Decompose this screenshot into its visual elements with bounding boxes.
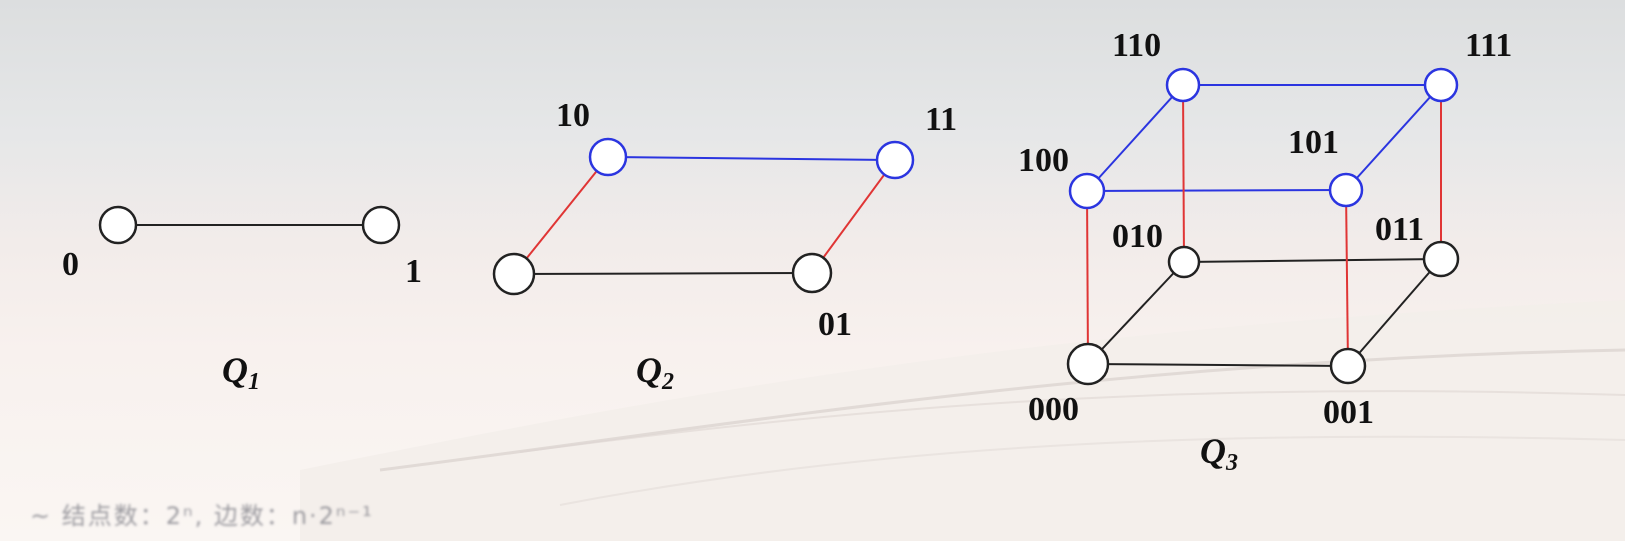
footer-caption: ~ 结点数：2ⁿ, 边数：n·2ⁿ⁻¹ xyxy=(30,502,374,530)
q1-title: Q1 xyxy=(222,350,260,395)
q2-edge-00-10 xyxy=(513,156,609,275)
q3-edge-010-110 xyxy=(1182,84,1185,263)
q3-edge-101-111 xyxy=(1345,84,1442,191)
q3-edge-010-011 xyxy=(1183,258,1442,263)
q2-title: Q2 xyxy=(636,350,674,395)
q1-graph: 0 1Q1 xyxy=(62,205,422,395)
q1-node-0 xyxy=(98,205,138,245)
q3-edge-000-100 xyxy=(1086,190,1089,365)
q3-label-011: 011 xyxy=(1375,211,1424,248)
q3-node-110 xyxy=(1165,67,1201,103)
q3-label-100: 100 xyxy=(1018,142,1069,179)
q3-label-101: 101 xyxy=(1288,124,1339,161)
q2-node-01 xyxy=(791,252,833,294)
q2-node-00 xyxy=(492,252,536,296)
q2-node-10 xyxy=(588,137,628,177)
q3-edge-000-010 xyxy=(1087,261,1185,365)
q3-label-001: 001 xyxy=(1323,394,1374,431)
q3-node-010 xyxy=(1167,245,1201,279)
q3-label-110: 110 xyxy=(1112,27,1161,64)
q3-edge-100-110 xyxy=(1086,84,1184,192)
q3-node-101 xyxy=(1328,172,1364,208)
q2-edge-01-11 xyxy=(811,159,896,274)
q2-edge-00-01 xyxy=(513,272,813,275)
q2-edge-10-11 xyxy=(607,156,896,161)
q3-edge-001-011 xyxy=(1347,258,1442,367)
q3-label-111: 111 xyxy=(1465,27,1512,64)
q1-label-0: 0 xyxy=(62,246,79,283)
q1-label-1: 1 xyxy=(405,253,422,290)
q3-node-000 xyxy=(1066,342,1110,386)
q2-label-01: 01 xyxy=(818,306,852,343)
q2-label-10: 10 xyxy=(556,97,590,134)
q3-title: Q3 xyxy=(1200,431,1238,476)
q1-node-1 xyxy=(361,205,401,245)
q3-edge-000-001 xyxy=(1087,363,1349,367)
q3-edge-100-101 xyxy=(1086,189,1347,192)
q3-node-001 xyxy=(1329,347,1367,385)
q3-node-011 xyxy=(1422,240,1460,278)
q2-label-11: 11 xyxy=(925,101,957,138)
q2-node-11 xyxy=(875,140,915,180)
q3-label-000: 000 xyxy=(1028,391,1079,428)
q3-edge-001-101 xyxy=(1345,189,1349,367)
q3-label-010: 010 xyxy=(1112,218,1163,255)
q3-node-111 xyxy=(1423,67,1459,103)
q3-node-100 xyxy=(1068,172,1106,210)
